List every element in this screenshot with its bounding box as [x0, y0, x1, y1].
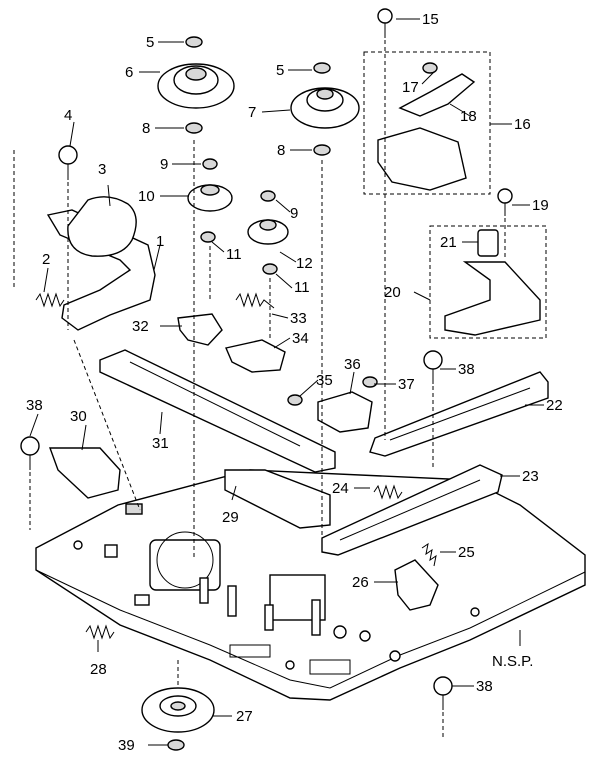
callout-36: 36 — [344, 356, 361, 373]
callout-5-right: 5 — [276, 62, 284, 79]
callout-26: 26 — [352, 574, 369, 591]
callout-11-lower: 11 — [294, 279, 310, 296]
callout-leaders — [29, 18, 544, 746]
levers-and-brackets — [46, 73, 541, 611]
callout-38-lower-right: 38 — [476, 678, 493, 695]
callout-33: 33 — [290, 310, 307, 327]
callout-11-upper: 11 — [226, 246, 242, 263]
callout-35: 35 — [316, 372, 333, 389]
assembly-box-20 — [429, 225, 547, 339]
main-chassis — [35, 469, 586, 701]
callout-9-left: 9 — [160, 156, 168, 173]
assembly-box-16 — [363, 51, 491, 195]
callout-12: 12 — [296, 255, 313, 272]
callout-30: 30 — [70, 408, 87, 425]
callout-19: 19 — [532, 197, 549, 214]
slide-plates — [49, 349, 549, 556]
callout-32: 32 — [132, 318, 149, 335]
callout-8-left: 8 — [142, 120, 150, 137]
callout-39: 39 — [118, 737, 135, 754]
callout-24: 24 — [332, 480, 349, 497]
callout-38-left: 38 — [26, 397, 43, 414]
callout-15: 15 — [422, 11, 439, 28]
callout-25: 25 — [458, 544, 475, 561]
callout-17: 17 — [402, 79, 419, 96]
gears-and-pulleys — [141, 63, 360, 733]
callout-6: 6 — [125, 64, 133, 81]
callout-18: 18 — [460, 108, 477, 125]
callout-3: 3 — [98, 161, 106, 178]
callout-31: 31 — [152, 435, 169, 452]
callout-23: 23 — [522, 468, 539, 485]
callout-8-right: 8 — [277, 142, 285, 159]
callout-27: 27 — [236, 708, 253, 725]
callout-1: 1 — [156, 233, 164, 250]
callout-10: 10 — [138, 188, 155, 205]
callout-22: 22 — [546, 397, 563, 414]
callout-labels: 1 2 3 4 5 5 6 7 8 8 9 9 10 11 11 12 15 1… — [26, 11, 563, 754]
callout-34: 34 — [292, 330, 309, 347]
callout-37: 37 — [398, 376, 415, 393]
callout-2: 2 — [42, 251, 50, 268]
callout-28: 28 — [90, 661, 107, 678]
callout-5-left: 5 — [146, 34, 154, 51]
callout-20: 20 — [384, 284, 401, 301]
callout-29: 29 — [222, 509, 239, 526]
alignment-lines — [29, 40, 506, 740]
callout-7: 7 — [248, 104, 256, 121]
washers-and-screws — [20, 8, 513, 751]
callout-21: 21 — [440, 234, 457, 251]
callout-16: 16 — [514, 116, 531, 133]
callout-9-right: 9 — [290, 205, 298, 222]
springs — [35, 292, 437, 640]
nsp-note: N.S.P. — [492, 653, 533, 670]
callout-4: 4 — [64, 107, 72, 124]
callout-38-upper-right: 38 — [458, 361, 475, 378]
